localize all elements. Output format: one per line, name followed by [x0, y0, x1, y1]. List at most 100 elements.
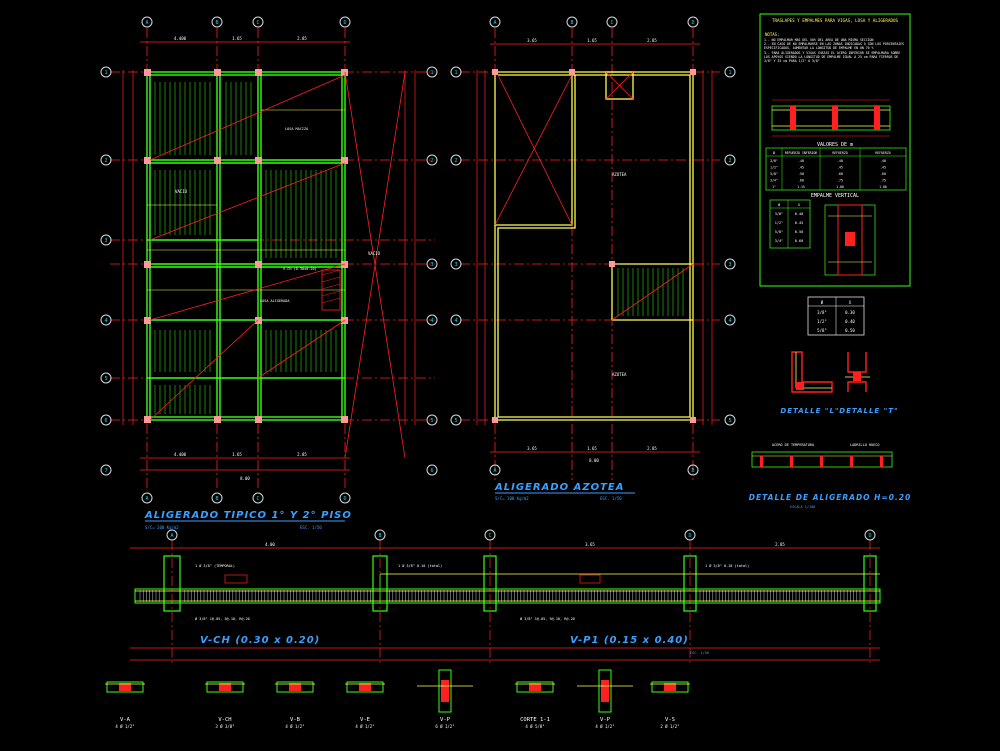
section-spec: 4 Ø 1/2" [285, 724, 304, 729]
notes-panel-border [759, 13, 911, 287]
plan2-right-axis-5: 5 [728, 418, 731, 424]
elevation-stirrups [139, 590, 861, 602]
plan1-dim-bottom-1: 4.400 [174, 452, 187, 457]
valores-m-h3: REFUERZO [875, 151, 890, 155]
note-line-2: 2.- EN CASO DE NO EMPALMARSE EN LAS ZONA… [764, 42, 905, 51]
plan1-bubble-c-bottom: C [256, 496, 259, 502]
plan1-bubble-d-bottom: D [343, 496, 346, 502]
elev-dim-2: 3.65 [585, 542, 595, 547]
plan2-left-axis-2: 2 [454, 158, 457, 164]
empalme-cell: 0.40 [795, 212, 803, 216]
empalme-cell: 0.60 [795, 239, 803, 243]
plan1-bubble-a-top: A [145, 20, 148, 26]
small-table-cell: 3/8" [817, 310, 827, 315]
empalme-h1: X [798, 203, 801, 207]
plan2-left-axis-5: 5 [454, 418, 457, 424]
small-table-h1: X [849, 300, 852, 305]
section-name: V-P [440, 717, 451, 723]
small-table-cell: 5/8" [817, 328, 827, 333]
elevation-columns [163, 555, 877, 612]
elevation-marker-1 [579, 574, 601, 584]
elev-left-title: V-CH (0.30 x 0.20) [200, 635, 320, 646]
plan1-bubble-d-top: D [343, 20, 346, 26]
plan1-right-axis-1: 1 [430, 70, 433, 76]
elev-dim-3: 2.85 [775, 542, 785, 547]
elevation-bubbles: A B C D D [166, 529, 876, 541]
valores-m-cell: .40 [880, 159, 886, 163]
plan1-beams [147, 109, 345, 291]
plan2-right-axis-4: 4 [728, 318, 731, 324]
detail-aligerado: ACERO DE TEMPERATURA LADRILLO HUECO DETA… [749, 443, 910, 509]
section-spec: 6 Ø 1/2" [435, 724, 454, 729]
plan2-dim-total: 8.00 [589, 458, 599, 463]
plan2-subtitle: S/C= 100 Kg/m2 [495, 496, 529, 501]
plan2-label-azotea-2: AZOTEA [612, 372, 627, 377]
plan2-right-axis-1: 1 [728, 70, 731, 76]
section-core [359, 683, 371, 691]
section-spec: 2 Ø 1/2" [660, 724, 679, 729]
elev-bubble-d: D [688, 533, 691, 539]
valores-m-cell: .75 [837, 179, 843, 183]
plan1-left-axis-2: 2 [104, 158, 107, 164]
empalme-vertical: EMPALME VERTICAL Ø X 3/8"0.401/2"0.455/8… [769, 193, 876, 276]
section-name: CORTE 1-1 [520, 717, 550, 723]
plan2-right-axis-3: 3 [728, 262, 731, 268]
valores-m-h1: REFUERZO INFERIOR [785, 151, 818, 155]
plan2-left-axis-4: 4 [454, 318, 457, 324]
detail-aligerado-scale: ESCALA 1/100 [790, 505, 815, 509]
notes-lines-container: 1.- NO EMPALMAR MAS DEL 50% DEL AREA DE … [764, 38, 905, 63]
plan1-dim-top-2: 1.65 [232, 36, 242, 41]
plan2-right-axis-2: 2 [728, 158, 731, 164]
plan2-title: ALIGERADO AZOTEA [494, 482, 624, 493]
note-line-1: 1.- NO EMPALMAR MAS DEL 50% DEL AREA DE … [764, 38, 874, 42]
plan1-label-vacio-2: VACIO [368, 251, 381, 256]
plan2-dimension-lines [476, 43, 713, 453]
valores-m-cell: 1/2" [770, 166, 778, 170]
section-outline [598, 669, 612, 713]
plan1-right-axis-3: 3 [430, 262, 433, 268]
empalme-cell: 0.45 [795, 221, 803, 225]
small-table-cell: 0.50 [845, 328, 855, 333]
plan1-bubble-a-bottom: A [145, 496, 148, 502]
elev-scale: ESC. 1/50 [690, 651, 709, 655]
valores-m-cell: .40 [798, 159, 804, 163]
plan2-left-axis-3: 3 [454, 262, 457, 268]
elev-dim-1: 4.00 [265, 542, 275, 547]
section-name: V-B [290, 717, 301, 723]
section-6: V-P4 Ø 1/2" [577, 669, 633, 729]
detail-ladrillo: LADRILLO HUECO [850, 443, 880, 447]
section-outline [346, 681, 384, 693]
valores-m-cell: .50 [798, 172, 804, 176]
valores-m-h2: REFUERZO [832, 151, 847, 155]
plan1-diagonals [149, 71, 406, 459]
plan1-left-axis-7: 7 [104, 468, 107, 474]
section-spec: 4 Ø 1/2" [595, 724, 614, 729]
section-core [529, 683, 541, 691]
section-spec: 3 Ø 3/8" [215, 724, 234, 729]
plan1-stair-hatch [321, 269, 341, 304]
small-table-cell: 0.30 [845, 310, 855, 315]
empalme-vertical-title: EMPALME VERTICAL [811, 193, 859, 199]
detail-acero-temp: ACERO DE TEMPERATURA [772, 443, 815, 447]
section-core [119, 683, 131, 691]
small-diameter-table: Ø X 3/8"0.301/2"0.405/8"0.50 [807, 296, 865, 336]
elev-top-bar-3: 1 Ø 3/8" 0.10 (total) [705, 563, 749, 568]
elevation-marker-2 [224, 574, 248, 584]
valores-m-title: VALORES DE m [817, 142, 853, 148]
section-0: V-A4 Ø 1/2" [105, 681, 145, 729]
plan1-dim-top-3: 2.85 [297, 36, 307, 41]
valores-m-cell: 1.00 [836, 185, 844, 189]
plan2-diagonals [494, 71, 694, 321]
section-outline [516, 681, 554, 693]
elev-top-bar-1: 1 Ø 3/8" (TEMPORAL) [195, 563, 235, 568]
section-core [664, 683, 676, 691]
empalme-cell: 0.50 [795, 230, 803, 234]
plan1-left-axis-6: 6 [104, 418, 107, 424]
section-4: V-P6 Ø 1/2" [417, 669, 473, 729]
elev-bubble-e: D [868, 533, 871, 539]
plan2-label-azotea: AZOTEA [612, 172, 627, 177]
plan1-right-axis-2: 2 [430, 158, 433, 164]
valores-m-table: VALORES DE m Ø REFUERZO INFERIOR REFUERZ… [765, 142, 907, 191]
plan1-stair [321, 269, 341, 311]
